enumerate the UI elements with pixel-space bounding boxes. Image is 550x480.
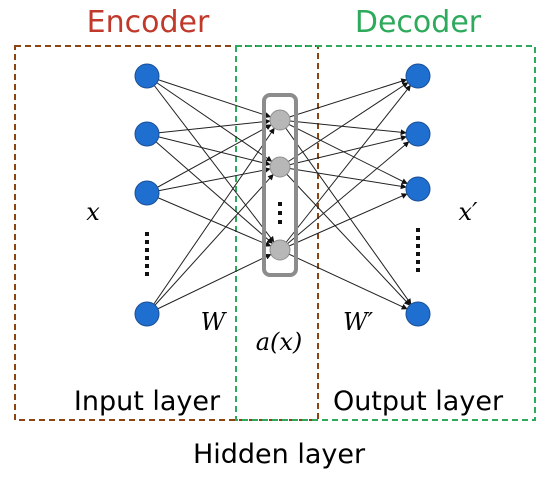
hidden-ellipsis-dot <box>278 202 282 206</box>
input-ellipsis-dot <box>145 248 149 252</box>
hidden-ellipsis-dot <box>278 211 282 215</box>
encoder-weight-label: W <box>201 308 228 336</box>
encoder-edge <box>146 253 272 315</box>
output-variable-label: x′ <box>459 198 479 226</box>
input-ellipsis-dot <box>145 264 149 268</box>
activation-label: a(x) <box>256 328 303 356</box>
encoder-edge <box>146 75 272 119</box>
decoder-edge <box>279 249 408 310</box>
output-ellipsis-dot <box>416 228 420 232</box>
encoder-edge <box>146 75 273 162</box>
hidden-node <box>269 109 291 131</box>
output-node <box>405 176 431 202</box>
nodes-group <box>134 63 431 327</box>
output-ellipsis-dot <box>416 236 420 240</box>
input-ellipsis-dot <box>145 232 149 236</box>
input-ellipsis-dot <box>145 256 149 260</box>
hidden-ellipsis-dot <box>278 220 282 224</box>
hidden-node <box>269 156 291 178</box>
output-layer-label: Output layer <box>333 386 504 417</box>
hidden-layer-label: Hidden layer <box>193 439 366 470</box>
input-node <box>134 121 160 147</box>
encoder-edge <box>146 75 275 243</box>
decoder-edge <box>279 141 410 251</box>
input-node <box>134 180 160 206</box>
encoder-edge <box>146 133 271 167</box>
input-ellipsis-dot <box>145 240 149 244</box>
encoder-edge <box>146 124 272 194</box>
encoder-edge <box>146 127 275 315</box>
hidden-node <box>269 239 291 261</box>
output-ellipsis-dot <box>416 260 420 264</box>
decoder-weight-label: W′ <box>343 308 374 336</box>
encoder-edge <box>146 167 271 194</box>
encoder-edge <box>146 118 271 135</box>
input-layer-label: Input layer <box>74 386 221 417</box>
decoder-title: Decoder <box>355 5 482 40</box>
output-ellipsis-dot <box>416 268 420 272</box>
output-node <box>405 121 431 147</box>
decoder-edge <box>279 135 407 168</box>
decoder-edge <box>279 166 407 190</box>
hidden-layer-box <box>262 93 298 277</box>
decoder-edge <box>279 78 408 121</box>
connections-group <box>146 75 412 315</box>
input-node <box>134 301 160 327</box>
encoder-edge <box>146 133 273 244</box>
input-node <box>134 63 160 89</box>
input-ellipsis-dot <box>145 272 149 276</box>
encoder-edge <box>146 173 274 315</box>
output-node <box>405 301 431 327</box>
decoder-edge <box>279 119 407 136</box>
decoder-edge <box>279 82 409 168</box>
ellipsis-group <box>145 202 420 276</box>
decoder-edge <box>279 119 412 305</box>
input-variable-label: x <box>86 198 100 226</box>
encoder-title: Encoder <box>87 5 210 40</box>
output-ellipsis-dot <box>416 252 420 256</box>
decoder-edge <box>279 166 411 306</box>
output-ellipsis-dot <box>416 244 420 248</box>
decoder-edge <box>279 84 411 251</box>
decoder-box <box>235 45 536 421</box>
output-node <box>405 63 431 89</box>
encoder-edge <box>146 192 272 247</box>
decoder-edge <box>279 193 408 251</box>
